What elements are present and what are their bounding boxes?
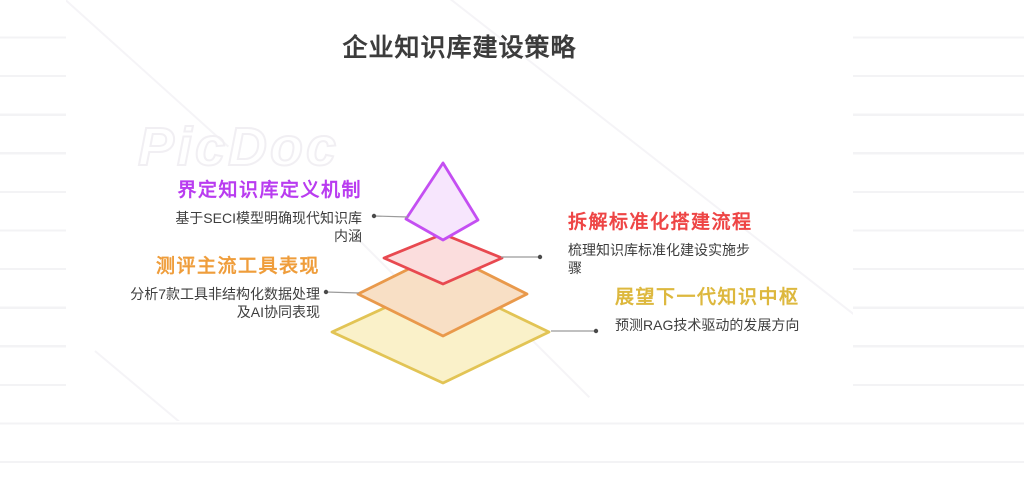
- label-desc-evaluate: 分析7款工具非结构化数据处理 及AI协同表现: [88, 285, 320, 321]
- label-desc-process: 梳理知识库标准化建设实施步 骤: [568, 241, 798, 277]
- page-title: 企业知识库建设策略: [342, 34, 577, 62]
- label-desc-line: 基于SECI模型明确现代知识库: [175, 209, 362, 226]
- label-desc-line: 预测RAG技术驱动的发展方向: [615, 316, 800, 333]
- label-desc-line: 梳理知识库标准化建设实施步: [568, 241, 750, 258]
- label-title-evaluate: 测评主流工具表现: [155, 256, 320, 277]
- label-block-process: 拆解标准化搭建流程 梳理知识库标准化建设实施步 骤: [568, 212, 798, 277]
- label-title-future: 展望下一代知识中枢: [615, 287, 800, 308]
- label-desc-future: 预测RAG技术驱动的发展方向: [615, 316, 855, 334]
- label-desc-define: 基于SECI模型明确现代知识库 内涵: [120, 209, 362, 245]
- label-desc-line: 内涵: [334, 227, 362, 244]
- label-block-evaluate: 测评主流工具表现 分析7款工具非结构化数据处理 及AI协同表现: [88, 256, 320, 321]
- watermark-diagonal: [454, 262, 591, 399]
- label-desc-line: 分析7款工具非结构化数据处理: [130, 285, 320, 302]
- label-desc-line: 骤: [568, 259, 582, 276]
- watermark-diagonal: [66, 0, 230, 148]
- label-title-process: 拆解标准化搭建流程: [568, 212, 753, 233]
- watermark-diagonal: [94, 350, 211, 421]
- label-desc-line: 及AI协同表现: [236, 303, 320, 320]
- label-title-define: 界定知识库定义机制: [177, 180, 362, 201]
- label-block-future: 展望下一代知识中枢 预测RAG技术驱动的发展方向: [615, 287, 855, 334]
- label-block-define: 界定知识库定义机制 基于SECI模型明确现代知识库 内涵: [120, 180, 362, 245]
